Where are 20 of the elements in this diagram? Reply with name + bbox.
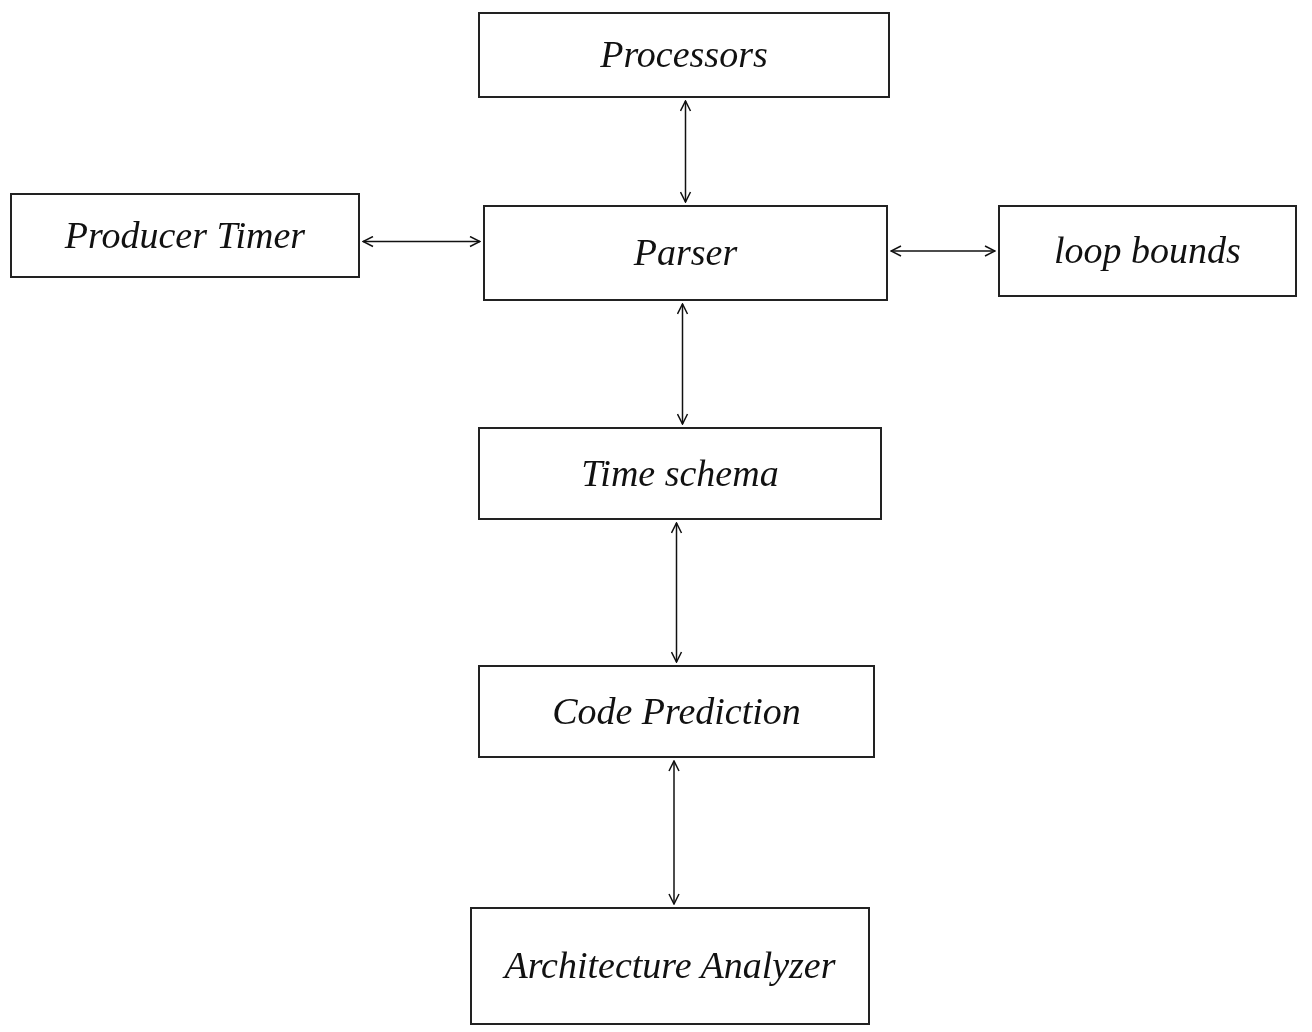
box-label: Parser — [633, 230, 738, 276]
box-label: Time schema — [581, 450, 779, 496]
process-box — [470, 907, 870, 1025]
double-arrow — [676, 303, 689, 425]
process-box — [998, 205, 1297, 297]
double-arrow — [679, 100, 692, 203]
double-arrow — [670, 522, 683, 663]
double-arrow — [890, 245, 996, 257]
box-label: Code Prediction — [552, 688, 801, 734]
box-label: Architecture Analyzer — [504, 943, 836, 989]
process-box — [483, 205, 888, 301]
box-label: loop bounds — [1054, 228, 1241, 274]
box-label: Producer Timer — [64, 212, 306, 258]
process-box — [478, 12, 890, 98]
process-box — [478, 665, 875, 758]
box-label: Processors — [600, 32, 768, 78]
process-box — [478, 427, 882, 520]
double-arrow — [668, 760, 680, 905]
double-arrow — [362, 235, 481, 248]
process-box — [10, 193, 360, 278]
